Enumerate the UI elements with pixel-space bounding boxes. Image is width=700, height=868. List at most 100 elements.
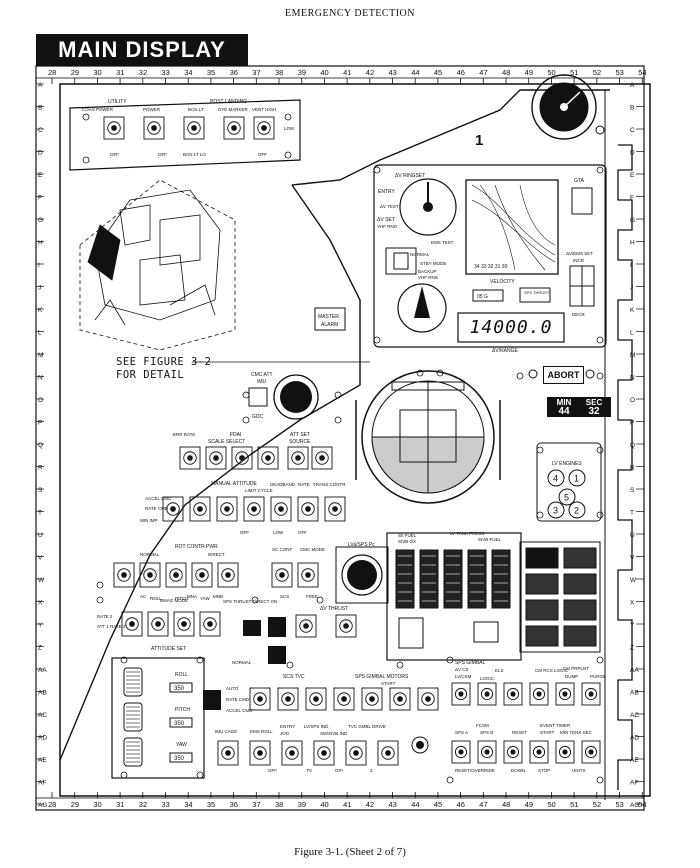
grid-col-label: 48	[502, 68, 510, 77]
svg-text:VHF RNG: VHF RNG	[418, 275, 439, 280]
post-landing-label: POST LANDING	[210, 99, 247, 105]
switch-lever	[199, 572, 205, 578]
grid-row-label: X	[38, 600, 43, 607]
switch-guard	[349, 746, 363, 760]
grid-col-label: 52	[593, 800, 601, 809]
switch-guard	[506, 687, 520, 701]
grid-col-label: 50	[547, 800, 555, 809]
grid-row-label: E	[630, 172, 635, 179]
panel-screw	[96, 581, 104, 589]
switch-lever	[369, 696, 375, 702]
lv-engines-panel	[536, 442, 602, 522]
switch-lever	[225, 750, 231, 756]
switch-guard	[125, 617, 139, 631]
grid-row-label: AG	[38, 802, 47, 809]
panel-screw	[596, 656, 604, 664]
lv-engine-number: 5	[564, 493, 569, 503]
panel-screw	[373, 336, 381, 344]
grid-row-label: I	[630, 262, 632, 269]
toggle-switch	[165, 562, 187, 588]
grid-row-label: Z	[38, 645, 42, 652]
grid-col-label: 30	[93, 800, 101, 809]
switch-guard	[317, 746, 331, 760]
grid-col-label: 42	[366, 68, 374, 77]
grid-row-label: L	[630, 330, 634, 337]
panel-screw	[82, 113, 90, 121]
grid-col-label: 28	[48, 68, 56, 77]
switch-lever	[588, 691, 594, 697]
switch-lever	[588, 749, 594, 755]
svg-text:MIN IMP: MIN IMP	[140, 518, 158, 523]
switch-guard	[253, 746, 267, 760]
grid-row-label: C	[630, 127, 635, 134]
toggle-switch	[223, 116, 245, 140]
switch-lever	[231, 125, 237, 131]
switch-lever	[170, 506, 176, 512]
switch-lever	[173, 572, 179, 578]
svg-text:MIN TENS SEC: MIN TENS SEC	[560, 730, 593, 735]
svg-text:BACKUP: BACKUP	[418, 269, 437, 274]
panel-screw	[196, 771, 204, 779]
switch-guard	[532, 687, 546, 701]
toggle-switch	[311, 446, 333, 470]
svg-text:OFF: OFF	[258, 152, 267, 157]
panel-screw	[334, 416, 342, 424]
toggle-switch	[324, 496, 346, 522]
utility-panel	[69, 99, 301, 171]
grid-row-label: S	[630, 487, 635, 494]
svg-text:PURGE: PURGE	[590, 674, 606, 679]
switch-lever	[385, 750, 391, 756]
switch-lever	[181, 621, 187, 627]
grid-row-label: M	[630, 352, 635, 359]
toggle-switch	[451, 740, 471, 764]
svg-text:OFF: OFF	[298, 530, 307, 535]
caution-light	[563, 599, 597, 621]
svg-text:IMU: IMU	[257, 379, 267, 385]
switch-guard	[166, 502, 180, 516]
svg-text:SCALE SELECT: SCALE SELECT	[208, 439, 245, 445]
svg-text:BCN LT LO: BCN LT LO	[183, 152, 206, 157]
grid-col-label: 38	[275, 800, 283, 809]
panel-screw	[120, 771, 128, 779]
switch-lever	[458, 749, 464, 755]
page-title: MAIN DISPLAY CONSOLE	[36, 34, 248, 94]
svg-text:SC CONT: SC CONT	[272, 547, 293, 552]
toggle-switch	[345, 740, 367, 766]
av-range-display: 14000.0	[469, 317, 553, 338]
grid-col-label: 36	[230, 68, 238, 77]
grid-col-label: 32	[139, 800, 147, 809]
degree-box	[169, 752, 193, 763]
switch-lever	[191, 125, 197, 131]
grid-col-label: 43	[389, 68, 397, 77]
degree-value: 350	[174, 756, 185, 762]
toggle-switch	[555, 682, 575, 706]
toggle-switch	[477, 740, 497, 764]
switch-guard	[247, 502, 261, 516]
rsi-indicator	[397, 283, 447, 333]
switch-guard	[301, 568, 315, 582]
grid-row-label: B	[630, 105, 634, 112]
switch-guard	[393, 692, 407, 706]
grid-row-label: Q	[38, 442, 43, 449]
toggle-switch	[287, 446, 309, 470]
panel-screw	[82, 156, 90, 164]
panel-screw	[596, 372, 604, 380]
svg-text:ΔV CS: ΔV CS	[455, 667, 469, 672]
panel-screw	[596, 511, 604, 519]
toggle-switch	[173, 611, 195, 637]
svg-text:EMS ROLL: EMS ROLL	[250, 729, 273, 734]
switch-guard	[117, 568, 131, 582]
degree-box	[169, 717, 193, 728]
toggle-switch	[139, 562, 161, 588]
toggle-switch	[121, 611, 143, 637]
toggle-switch	[295, 614, 317, 638]
switch-guard	[339, 619, 353, 633]
abort-light[interactable]: ABORT	[543, 366, 584, 384]
svg-text:OFF: OFF	[240, 530, 249, 535]
switch-lever	[305, 572, 311, 578]
lv-sps-pc-gauge	[341, 554, 383, 596]
switch-lever	[510, 749, 516, 755]
switch-lever	[265, 455, 271, 461]
